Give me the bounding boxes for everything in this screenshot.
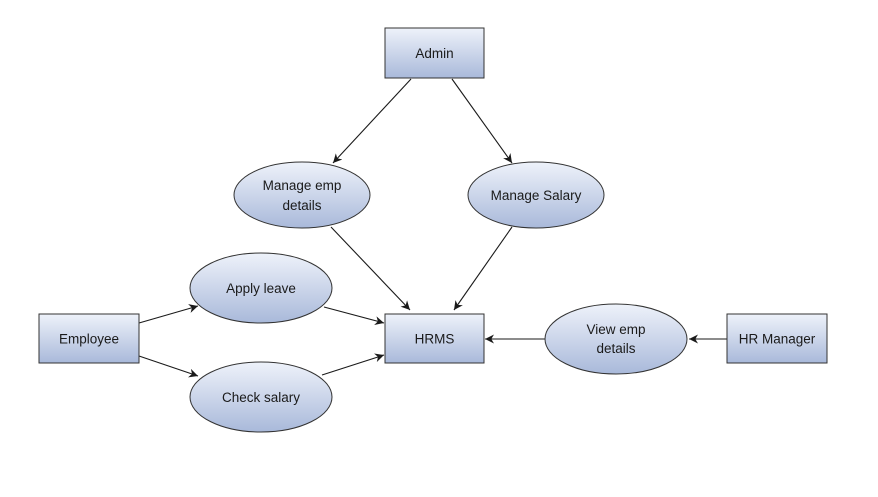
node-apply-leave-label: Apply leave — [226, 281, 296, 296]
node-manage-salary-ellipse — [467, 161, 605, 229]
edges-layer — [138, 78, 727, 378]
node-check-salary-label: Check salary — [222, 390, 300, 405]
node-manage-emp-details-label-line-2: details — [282, 198, 321, 213]
node-hr-manager-label: HR Manager — [739, 332, 816, 347]
node-manage-salary: Manage Salary — [467, 161, 605, 229]
edge-check-salary-to-hrms — [321, 353, 385, 376]
edge-employee-to-apply-leave — [138, 304, 199, 324]
node-admin-label: Admin — [415, 46, 453, 61]
node-view-emp-details-ellipse — [544, 303, 688, 375]
edge-manage-emp-to-hrms — [330, 226, 411, 311]
node-check-salary: Check salary — [189, 361, 333, 433]
node-view-emp-details: View emp details — [544, 303, 688, 375]
node-manage-emp-details: Manage emp details — [233, 161, 371, 229]
node-employee-label: Employee — [59, 332, 119, 347]
node-manage-salary-label: Manage Salary — [491, 188, 582, 203]
node-view-emp-details-label-line-2: details — [596, 341, 635, 356]
edge-admin-to-manage-emp — [332, 78, 412, 164]
node-hr-manager: HR Manager — [726, 313, 828, 364]
node-manage-emp-details-ellipse — [233, 161, 371, 229]
node-hrms-box — [384, 313, 485, 364]
node-view-emp-details-label-line-1: View emp — [586, 322, 645, 337]
node-hrms: HRMS — [384, 313, 485, 364]
node-apply-leave-ellipse — [189, 252, 333, 324]
node-hr-manager-box — [726, 313, 828, 364]
edge-manage-salary-to-hrms — [453, 226, 513, 311]
edge-apply-leave-to-hrms — [323, 306, 385, 326]
node-admin: Admin — [384, 27, 485, 79]
edge-employee-to-check-salary — [138, 355, 199, 378]
edge-admin-to-manage-salary — [451, 78, 513, 164]
node-admin-box — [384, 27, 485, 79]
nodes-layer: Admin Manage emp details Manage Salary A… — [38, 27, 828, 433]
node-employee: Employee — [38, 313, 140, 364]
node-employee-box — [38, 313, 140, 364]
node-apply-leave: Apply leave — [189, 252, 333, 324]
node-check-salary-ellipse — [189, 361, 333, 433]
node-manage-emp-details-label-line-1: Manage emp — [263, 178, 342, 193]
node-hrms-label: HRMS — [415, 332, 455, 347]
